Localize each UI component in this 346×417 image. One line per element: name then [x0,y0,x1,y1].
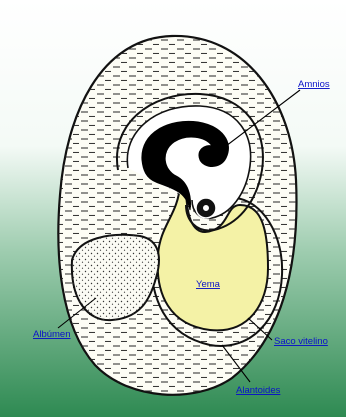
embryo-eye-inner [203,205,210,212]
label-alantoides[interactable]: Alantoides [236,385,281,396]
label-saco-vitelino[interactable]: Saco vitelino [274,336,328,347]
label-amnios[interactable]: Amnios [298,79,330,90]
label-yema[interactable]: Yema [196,279,221,290]
label-albumen[interactable]: Albúmen [33,329,71,340]
